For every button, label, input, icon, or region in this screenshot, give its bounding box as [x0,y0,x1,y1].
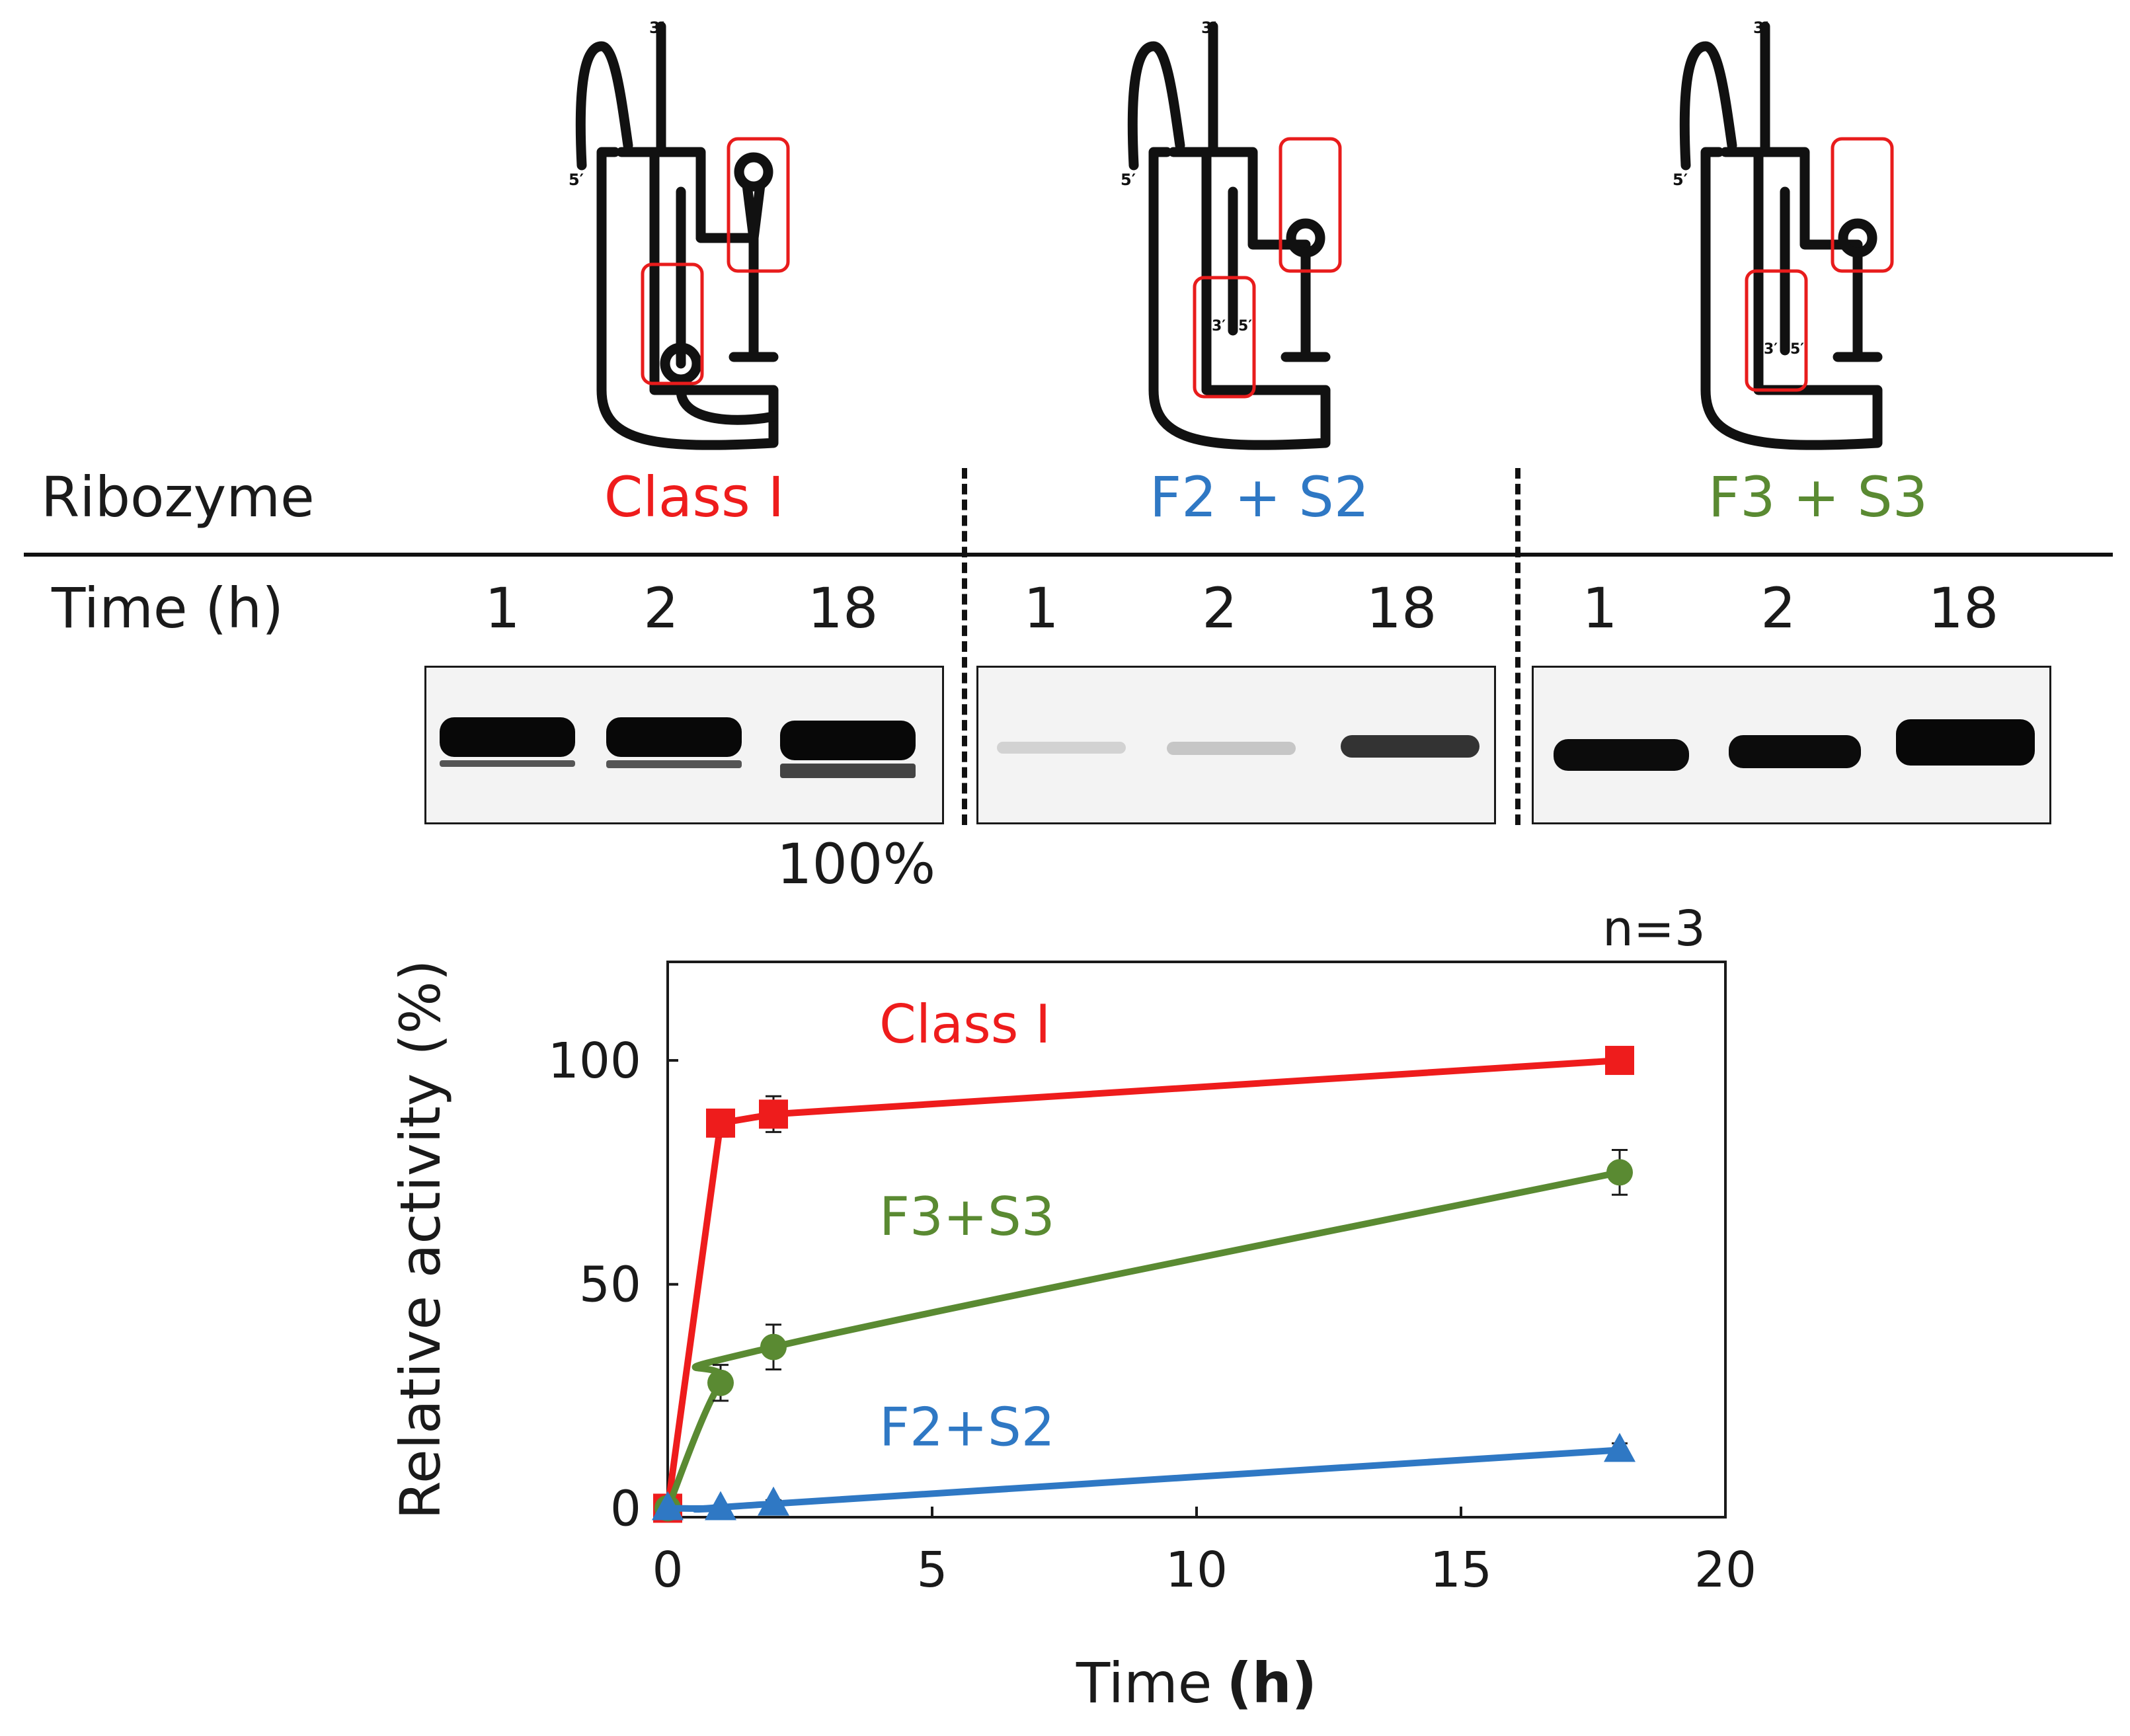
gel-band [780,721,916,760]
structure-f2-s2: 3′ 5′ 3′ 5′ [1121,19,1342,450]
group-separator [962,468,967,825]
time-row-label: Time (h) [52,576,284,641]
gel-band [440,760,575,767]
three-prime-label: 3′ [1764,341,1778,358]
time-label: 2 [1202,576,1238,641]
series-label: Class I [879,994,1051,1055]
three-prime-label: 3′ [1753,19,1768,37]
highlight-box-upper [1279,137,1342,273]
data-point-circle [1606,1159,1633,1186]
y-tick-label: 0 [610,1480,641,1537]
series-line [667,1446,1620,1513]
header-divider [24,553,2113,557]
five-prime-label: 5′ [569,171,584,189]
data-point-square [1605,1046,1634,1076]
gel-band [780,764,916,778]
x-tick-label: 15 [1430,1542,1492,1598]
group-name-class-i: Class I [604,465,785,530]
group-name-f3-s3: F3 + S3 [1708,465,1928,530]
data-point-square [759,1099,788,1129]
x-tick-label: 20 [1694,1542,1756,1598]
gel-percent-label: 100% [777,832,936,896]
gel-image-f2-s2 [976,666,1496,824]
three-prime-label: 3′ [1212,318,1226,335]
highlight-box-upper [1831,137,1894,273]
data-point-circle [707,1369,734,1396]
highlight-box-lower [641,262,704,385]
time-label: 18 [1366,576,1437,641]
axis-ticks: 0 5 10 15 20 0 50 100 [548,1033,1756,1598]
five-prime-label: 5′ [1673,171,1688,189]
ribozyme-structure-diagrams: 3′ 5′ 3′ 5′ 3′ 5′ 3′ 5′ 3′ [569,19,1894,450]
x-axis-title-text: Time [1076,1651,1212,1716]
gel-band [997,742,1126,754]
gel-band [606,717,742,757]
data-point-triangle [652,1491,684,1520]
series-label: F3+S3 [879,1186,1055,1247]
x-tick-label: 0 [652,1542,683,1598]
time-label: 18 [1928,576,1999,641]
group-name-f2-s2: F2 + S2 [1149,465,1370,530]
gel-band [1554,739,1689,771]
five-prime-label: 5′ [1790,341,1804,358]
plot-frame [666,961,1727,1519]
x-axis-title-unit: (h) [1226,1651,1317,1716]
time-label: 18 [807,576,879,641]
time-label: 1 [1023,576,1059,641]
five-prime-label: 5′ [1238,318,1252,335]
gel-band [606,760,742,768]
gel-band [440,717,575,757]
y-tick-label: 50 [579,1257,641,1314]
series-line [664,1057,1620,1509]
time-label: 2 [1760,576,1796,641]
highlight-box-lower [1745,269,1808,392]
gel-band [1167,742,1296,755]
series-label: F2+S2 [879,1397,1055,1458]
gel-band [1896,719,2035,766]
data-point-triangle [705,1491,736,1520]
data-point-triangle [758,1486,789,1516]
three-prime-label: 3′ [1201,19,1216,37]
group-separator [1515,468,1520,825]
structure-class-i: 3′ 5′ [569,19,790,450]
three-prime-label: 3′ [649,19,664,37]
time-label: 1 [1582,576,1618,641]
highlight-box-upper [727,137,790,273]
ribozyme-row-label: Ribozyme [41,465,315,530]
x-tick-label: 5 [916,1542,947,1598]
gel-image-f3-s3 [1532,666,2051,824]
y-tick-label: 100 [548,1033,641,1089]
data-point-square [706,1108,735,1138]
x-axis-title: Time(h) [1076,1651,1317,1716]
time-label: 1 [485,576,520,641]
gel-band [1341,735,1479,758]
gel-band [1729,735,1861,768]
sample-size-annotation: n=3 [1602,900,1706,957]
gel-image-class-i [424,666,944,824]
data-point-circle [760,1333,787,1361]
time-label: 2 [643,576,679,641]
x-tick-label: 10 [1165,1542,1228,1598]
data-point-triangle [1604,1433,1636,1462]
five-prime-label: 5′ [1121,171,1136,189]
structure-f3-s3: 3′ 5′ 3′ 5′ [1673,19,1894,450]
y-axis-title: Relative activity (%) [388,959,453,1519]
highlight-box-lower [1193,276,1256,399]
